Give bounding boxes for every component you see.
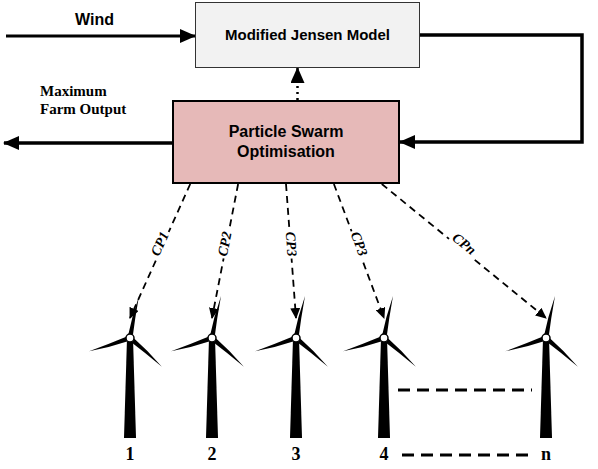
- coefficient-label: CPn: [448, 229, 481, 260]
- control-arrow: [296, 68, 299, 100]
- output-label: Maximum Farm Output: [40, 82, 140, 118]
- coefficient-label: CP3: [347, 228, 372, 260]
- setpoint-arrow: [382, 184, 546, 318]
- setpoint-arrow: [130, 184, 190, 318]
- turbine-node: 2: [182, 318, 242, 464]
- node-text: n: [541, 444, 551, 464]
- coefficient-label: CP2: [215, 229, 236, 260]
- node-text: Particle Swarm Optimisation: [182, 122, 390, 162]
- setpoint-arrow: [334, 184, 384, 318]
- model-box: Modified Jensen Model: [195, 2, 420, 68]
- turbine-node: 3: [266, 318, 326, 464]
- wind-arrow: [6, 35, 195, 38]
- node-text: 2: [208, 444, 217, 464]
- continuation-dashes: [402, 454, 532, 457]
- node-text: 1: [126, 444, 135, 464]
- node-text: Modified Jensen Model: [225, 26, 390, 45]
- output-arrow: [4, 141, 172, 145]
- wind-turbine: [89, 296, 167, 438]
- turbine-node: n: [516, 318, 576, 464]
- node-text: 3: [292, 444, 301, 464]
- optimiser-box: Particle Swarm Optimisation: [172, 100, 400, 184]
- setpoint-arrow: [212, 184, 238, 318]
- input-label: Wind: [75, 10, 114, 29]
- feedback-arrow: [400, 35, 582, 142]
- coefficient-label: CP3: [282, 229, 300, 259]
- node-text: 4: [380, 444, 389, 464]
- wind-turbine: [171, 296, 249, 438]
- continuation-dashes: [398, 389, 532, 392]
- wind-turbine: [255, 296, 333, 438]
- turbine-node: 1: [100, 318, 160, 464]
- turbine-node: 4: [354, 318, 414, 464]
- wind-turbine: [343, 296, 421, 438]
- coefficient-label: CP1: [147, 228, 173, 261]
